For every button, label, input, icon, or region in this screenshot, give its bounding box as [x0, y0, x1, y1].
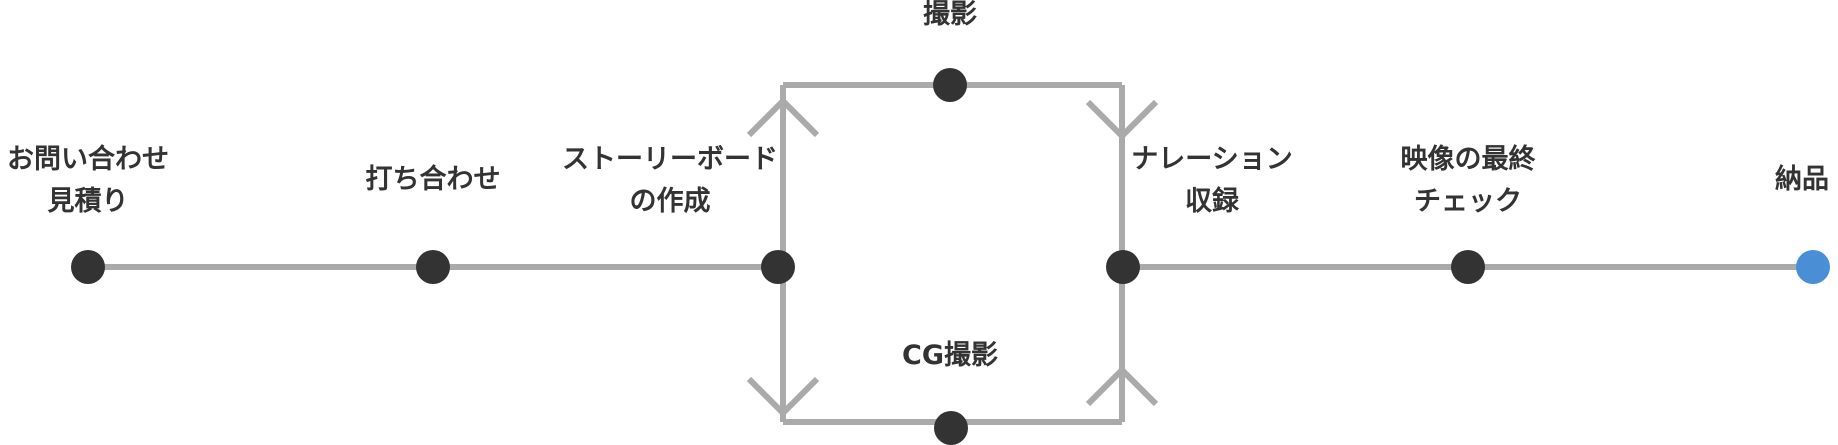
node-final-check — [1451, 250, 1485, 284]
node-storyboard — [761, 250, 795, 284]
node-narration — [1106, 250, 1140, 284]
arrow-up-right-icon — [1085, 365, 1159, 407]
arrow-down-right-icon — [1085, 99, 1159, 141]
node-inquiry — [71, 250, 105, 284]
arrow-up-left-icon — [746, 96, 820, 138]
step-storyboard-label: ストーリーボード の作成 — [562, 144, 778, 217]
node-filming — [933, 68, 967, 102]
step-meeting-label: 打ち合わせ — [365, 164, 501, 195]
arrows — [746, 96, 1159, 418]
step-narration-label: ナレーション 収録 — [1131, 144, 1293, 217]
step-inquiry-label: お問い合わせ 見積り — [7, 144, 169, 217]
node-cg — [934, 411, 968, 445]
node-meeting — [416, 250, 450, 284]
step-filming-label: 撮影 — [923, 0, 977, 30]
nodes — [71, 68, 1830, 445]
step-delivery-label: 納品 — [1775, 164, 1829, 195]
step-cg-label: CG撮影 — [902, 340, 998, 371]
arrow-down-left-icon — [746, 376, 820, 418]
node-delivery — [1796, 250, 1830, 284]
step-final-check-label: 映像の最終 チェック — [1400, 144, 1536, 217]
